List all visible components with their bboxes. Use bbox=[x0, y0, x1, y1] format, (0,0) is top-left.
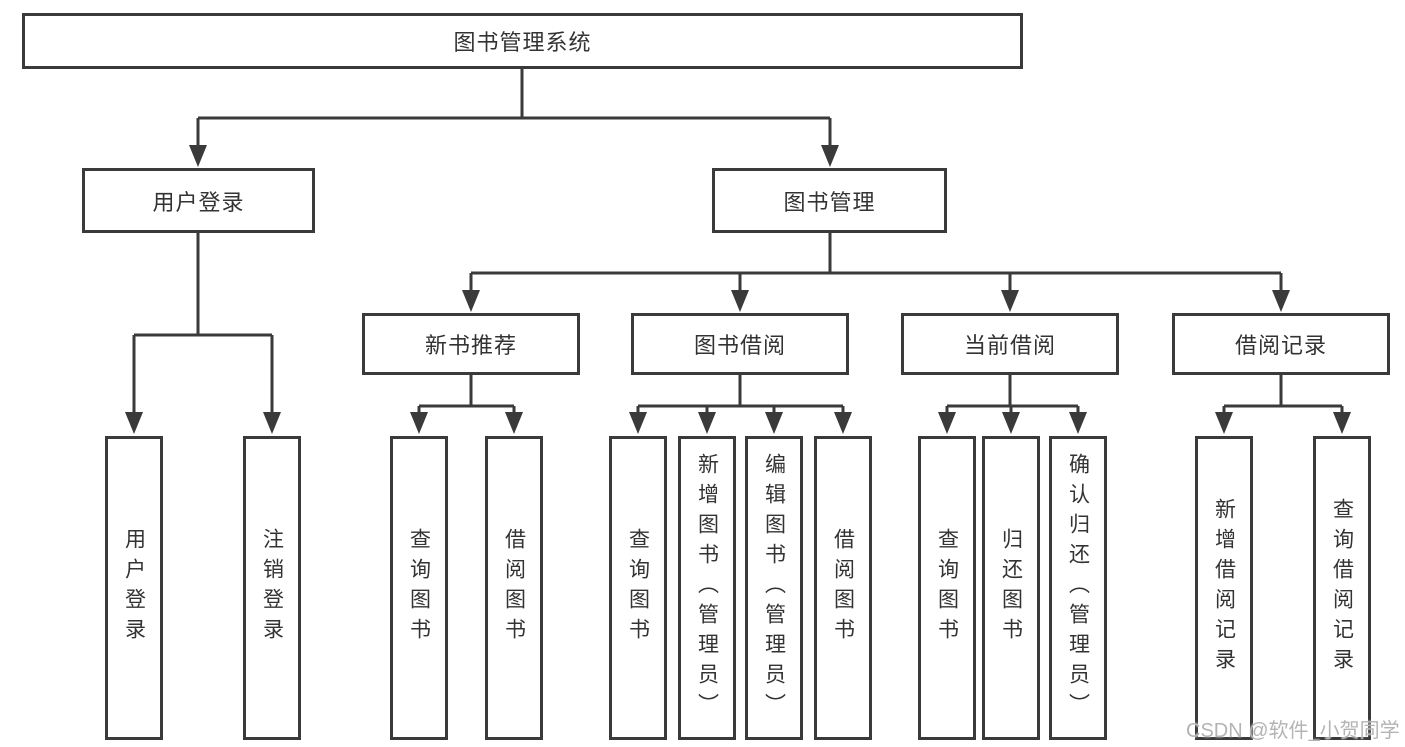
leaf-query-borrow-record-label: 查询借阅记录 bbox=[1330, 498, 1354, 678]
node-book-management: 图书管理 bbox=[712, 168, 947, 233]
leaf-confirm-return-admin: 确认归还（管理员） bbox=[1049, 436, 1107, 740]
leaf-borrow-books-borrowing-label: 借阅图书 bbox=[831, 528, 855, 648]
leaf-query-books-current: 查询图书 bbox=[918, 436, 976, 740]
leaf-add-borrow-record: 新增借阅记录 bbox=[1195, 436, 1253, 740]
node-borrowing-records-label: 借阅记录 bbox=[1234, 333, 1327, 358]
leaf-logout-login: 注销登录 bbox=[243, 436, 301, 740]
leaf-user-login: 用户登录 bbox=[105, 436, 163, 740]
leaf-query-books-borrowing: 查询图书 bbox=[609, 436, 667, 740]
leaf-edit-books-admin-label: 编辑图书（管理员） bbox=[762, 453, 786, 723]
node-root-label: 图书管理系统 bbox=[453, 30, 592, 55]
leaf-return-books: 归还图书 bbox=[982, 436, 1040, 740]
node-current-borrowing: 当前借阅 bbox=[901, 313, 1119, 375]
node-current-borrowing-label: 当前借阅 bbox=[963, 333, 1056, 358]
node-book-borrowing-label: 图书借阅 bbox=[693, 333, 786, 358]
leaf-query-books-recommend: 查询图书 bbox=[390, 436, 448, 740]
node-new-book-recommend: 新书推荐 bbox=[362, 313, 580, 375]
node-user-login-label: 用户登录 bbox=[152, 189, 245, 215]
csdn-watermark: CSDN @软件_小贺同学 bbox=[1186, 720, 1400, 742]
leaf-edit-books-admin: 编辑图书（管理员） bbox=[745, 436, 803, 740]
leaf-query-books-borrowing-label: 查询图书 bbox=[626, 528, 650, 648]
leaf-add-books-admin: 新增图书（管理员） bbox=[678, 436, 736, 740]
node-borrowing-records: 借阅记录 bbox=[1172, 313, 1390, 375]
leaf-user-login-label: 用户登录 bbox=[122, 528, 146, 648]
leaf-add-books-admin-label: 新增图书（管理员） bbox=[695, 453, 719, 723]
leaf-return-books-label: 归还图书 bbox=[999, 528, 1023, 648]
leaf-logout-login-label: 注销登录 bbox=[260, 528, 284, 648]
node-new-book-recommend-label: 新书推荐 bbox=[424, 333, 517, 358]
leaf-confirm-return-admin-label: 确认归还（管理员） bbox=[1066, 453, 1090, 723]
leaf-borrow-books-recommend-label: 借阅图书 bbox=[502, 528, 526, 648]
node-book-management-label: 图书管理 bbox=[783, 189, 876, 215]
leaf-query-books-recommend-label: 查询图书 bbox=[407, 528, 431, 648]
node-user-login: 用户登录 bbox=[82, 168, 315, 233]
leaf-borrow-books-borrowing: 借阅图书 bbox=[814, 436, 872, 740]
node-book-borrowing: 图书借阅 bbox=[631, 313, 849, 375]
leaf-query-borrow-record: 查询借阅记录 bbox=[1313, 436, 1371, 740]
leaf-add-borrow-record-label: 新增借阅记录 bbox=[1212, 498, 1236, 678]
node-root-system: 图书管理系统 bbox=[22, 13, 1023, 69]
leaf-borrow-books-recommend: 借阅图书 bbox=[485, 436, 543, 740]
leaf-query-books-current-label: 查询图书 bbox=[935, 528, 959, 648]
